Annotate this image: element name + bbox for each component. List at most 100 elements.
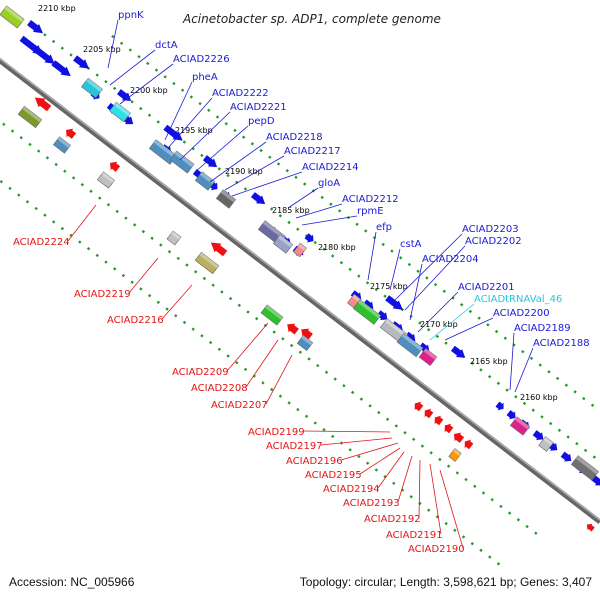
track-dot	[357, 454, 361, 459]
track-dot	[330, 254, 335, 258]
track-dot	[357, 274, 361, 278]
callout-line	[514, 347, 534, 393]
gene-label-forward[interactable]: ACIAD2201	[458, 282, 515, 293]
gene-label-forward[interactable]: ACIAD2200	[493, 308, 550, 319]
callout-line	[377, 451, 405, 489]
gene-label-forward[interactable]: ACIAD2189	[514, 323, 571, 334]
track-dot	[156, 120, 160, 124]
track-dot	[233, 128, 237, 133]
gene-label-forward[interactable]: ACIAD2204	[422, 254, 479, 265]
callout-line	[287, 187, 319, 209]
gene-label-reverse[interactable]: ACIAD2224	[13, 237, 70, 248]
callout-line	[67, 204, 97, 242]
gene-label-reverse[interactable]: ACIAD2199	[248, 427, 305, 438]
track-dot	[208, 340, 213, 345]
gene-label-forward[interactable]: gloA	[318, 178, 340, 189]
track-dot	[503, 336, 508, 340]
callout-line	[367, 231, 377, 281]
gene-label-forward[interactable]: rpmE	[357, 206, 384, 217]
gene-label-forward[interactable]: pheA	[192, 72, 218, 83]
track-dot	[521, 349, 525, 354]
track-dot	[71, 176, 76, 180]
track-dot	[63, 169, 67, 173]
gene-label-forward[interactable]: ACIAD2214	[302, 162, 359, 173]
gene-label-forward[interactable]: efp	[376, 222, 392, 233]
gene-label-reverse[interactable]: ACIAD2207	[211, 400, 268, 411]
track-dot	[146, 61, 150, 66]
track-dot	[106, 203, 111, 207]
track-dot	[331, 434, 335, 439]
forward-cds-arrow	[250, 192, 266, 204]
gene-label-reverse[interactable]: ACIAD2194	[323, 484, 380, 495]
gene-label-forward[interactable]: pepD	[248, 116, 275, 127]
callout-line	[245, 339, 279, 388]
track-dot	[78, 240, 82, 244]
gene-label-reverse[interactable]: ACIAD2193	[343, 498, 400, 509]
track-dot	[426, 328, 431, 332]
track-dot	[115, 209, 119, 214]
reverse-cds-arrow	[414, 401, 424, 412]
scale-tick-label: 2185 kbp	[272, 206, 310, 215]
track-dot	[95, 253, 99, 258]
callout-line	[164, 81, 193, 141]
track-dot	[185, 263, 189, 267]
callout-line	[265, 354, 293, 405]
gene-label-reverse[interactable]: ACIAD2192	[364, 514, 421, 525]
gene-label-reverse[interactable]: ACIAD2216	[107, 315, 164, 326]
gene-label-reverse[interactable]: ACIAD2191	[386, 530, 443, 541]
track-dot	[189, 95, 194, 99]
gene-label-reverse[interactable]: ACIAD2219	[74, 289, 131, 300]
track-dot	[2, 122, 6, 126]
gene-label-forward[interactable]: ACIAD2202	[465, 236, 522, 247]
track-dot	[464, 477, 468, 482]
track-dot	[575, 442, 579, 446]
gene-label-reverse[interactable]: ACIAD2190	[408, 544, 465, 555]
gene-label-reverse[interactable]: ACIAD2209	[172, 367, 229, 378]
gene-box	[166, 230, 182, 246]
track-dot	[529, 356, 534, 361]
gene-label-forward[interactable]: ACIAD2221	[230, 102, 287, 113]
track-dot	[211, 283, 215, 287]
forward-cds-arrow	[202, 155, 218, 168]
gene-label-forward[interactable]: ACIAD2222	[212, 88, 269, 99]
gene-box	[538, 436, 554, 452]
track-dot	[381, 242, 385, 247]
track-dot	[444, 341, 448, 345]
gene-label-reverse[interactable]: ACIAD2196	[286, 456, 343, 467]
track-dot	[555, 376, 560, 381]
gene-label-forward[interactable]: dctA	[155, 40, 178, 51]
track-dot	[494, 329, 499, 334]
gene-label-forward[interactable]: ACIAD2188	[533, 338, 590, 349]
gene-label-reverse[interactable]: ACIAD2197	[266, 441, 323, 452]
gene-label-reverse[interactable]: ACIAD2195	[305, 470, 362, 481]
track-dot	[154, 68, 159, 72]
gene-label-forward[interactable]: ACIAD2217	[284, 146, 341, 157]
gene-label-forward[interactable]: ACIADtRNAVal_46	[474, 294, 562, 305]
gene-label-forward[interactable]: ACIAD2203	[462, 224, 519, 235]
track-dot	[313, 421, 317, 425]
gene-label-forward[interactable]: ppnK	[118, 10, 144, 21]
track-dot	[198, 101, 202, 106]
gene-label-forward[interactable]: ACIAD2212	[342, 194, 399, 205]
track-dot	[261, 381, 265, 385]
track-dot	[433, 282, 438, 287]
gene-label-forward[interactable]: ACIAD2218	[266, 132, 323, 143]
track-dot	[132, 223, 137, 227]
callout-line	[509, 332, 515, 391]
track-dot	[237, 303, 241, 307]
gene-label-forward[interactable]: ACIAD2226	[173, 54, 230, 65]
callout-line	[389, 248, 401, 291]
track-dot	[43, 33, 47, 37]
gene-label-reverse[interactable]: ACIAD2208	[191, 383, 248, 394]
scale-tick-label: 2195 kbp	[175, 126, 213, 135]
scale-tick-label: 2205 kbp	[83, 45, 121, 54]
track-dot	[499, 504, 503, 509]
track-dot	[549, 421, 553, 426]
map-title: Acinetobacter sp. ADP1, complete genome	[182, 12, 441, 26]
track-dot	[278, 214, 283, 218]
gene-label-forward[interactable]: cstA	[400, 239, 422, 250]
track-dot	[252, 374, 256, 378]
track-dot	[182, 320, 187, 325]
